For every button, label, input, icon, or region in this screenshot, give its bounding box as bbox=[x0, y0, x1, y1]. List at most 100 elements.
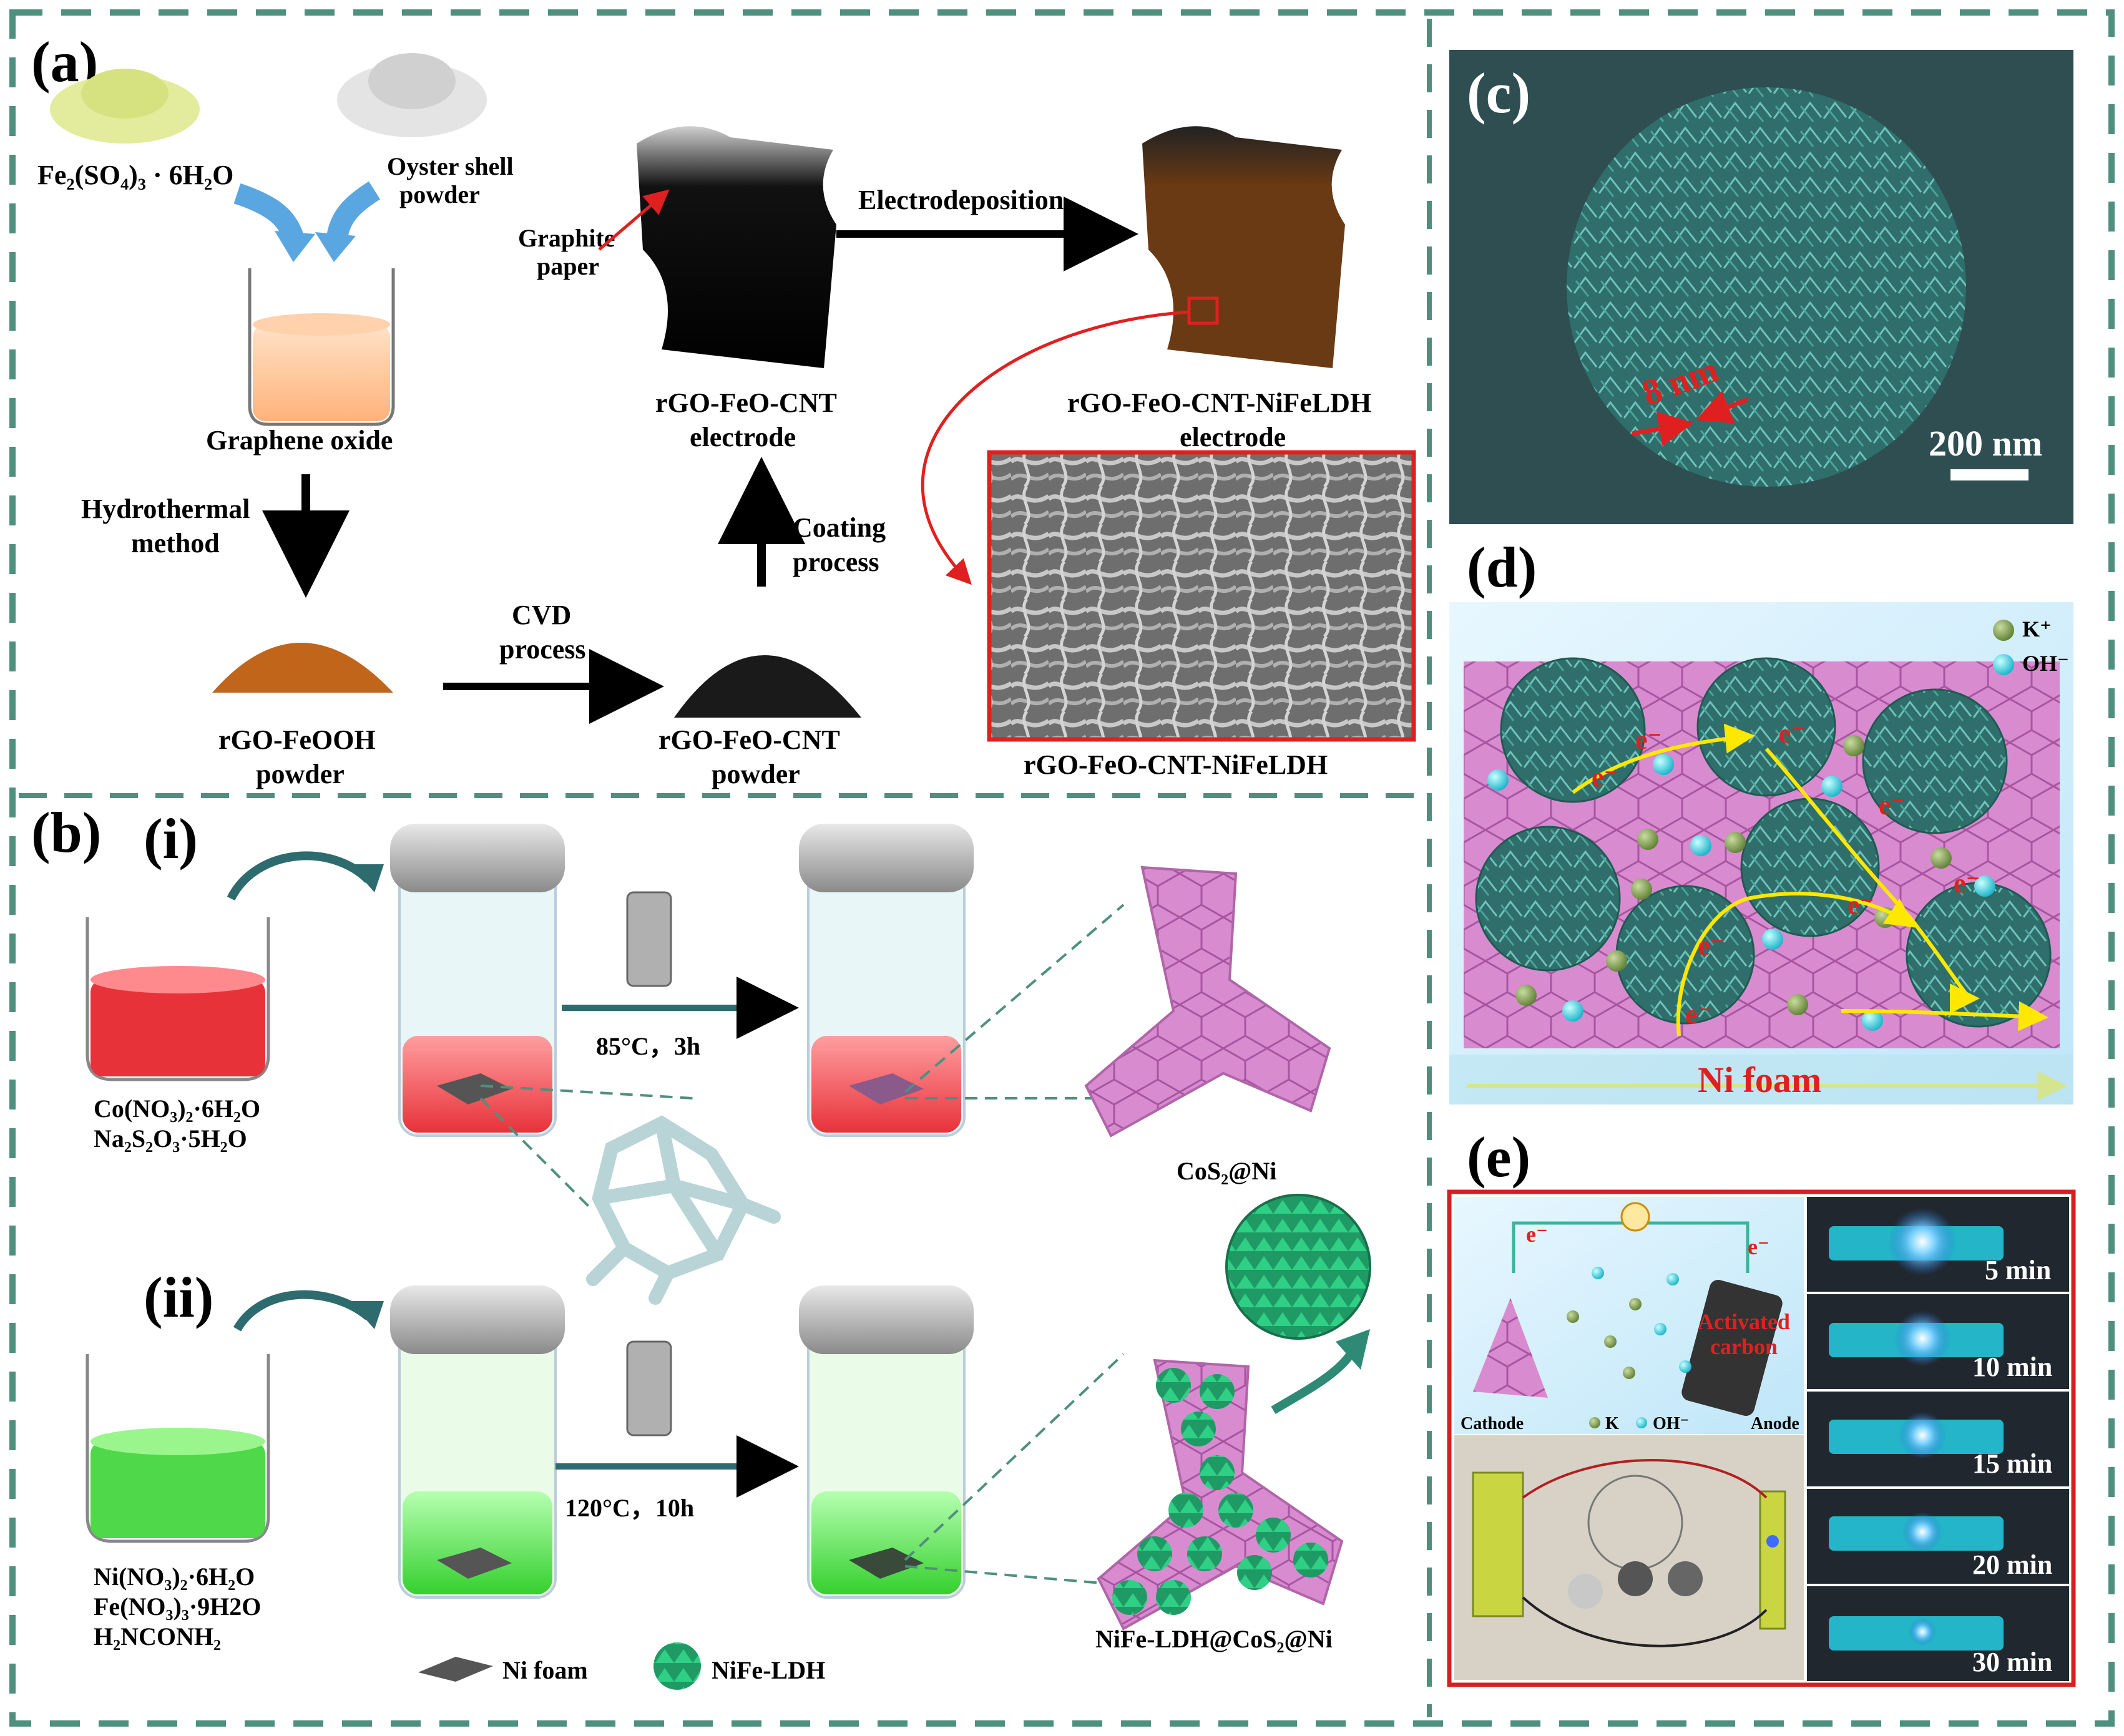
reagents-i-label-1: Co(NO₃)₂·6H₂O bbox=[94, 1095, 260, 1123]
time-label-3: 15 min bbox=[1972, 1448, 2052, 1479]
scalebar-label: 200 nm bbox=[1929, 423, 2042, 464]
graphite-label-1: Graphite bbox=[518, 224, 615, 252]
anode-label: Anode bbox=[1751, 1414, 1799, 1433]
svg-text:e⁻: e⁻ bbox=[1879, 790, 1906, 821]
sem-flower-particle bbox=[1567, 87, 1966, 487]
panel-b-sub-ii: (ii) bbox=[144, 1265, 213, 1329]
panel-e: (e) e⁻ e⁻ Activated carbon Cathode K OH⁻… bbox=[1447, 1125, 2076, 1687]
nifoam-piece-i-after bbox=[849, 1073, 924, 1105]
led-glow-5 bbox=[1909, 1618, 1936, 1646]
circuit-led bbox=[1766, 1535, 1779, 1548]
panel-b-sub-i: (i) bbox=[144, 807, 198, 870]
panel-b-letter: (b) bbox=[31, 801, 101, 864]
nifeldh-sphere-enlarged bbox=[1225, 1194, 1371, 1340]
ferric-sulfate-powder-top bbox=[81, 69, 169, 119]
legend-k-label: K⁺ bbox=[2022, 617, 2052, 641]
svg-text:e⁻: e⁻ bbox=[1954, 868, 1980, 899]
led-glow-3 bbox=[1899, 1412, 1946, 1459]
transfer-arrow-ii bbox=[233, 1290, 371, 1332]
led-glow-1 bbox=[1888, 1207, 1957, 1276]
product-ii-label: NiFe-LDH@CoS₂@Ni bbox=[1095, 1625, 1333, 1653]
step-cvd-label-1: CVD bbox=[512, 600, 571, 630]
zoom-arrow bbox=[921, 310, 1190, 585]
circuit-wire-red bbox=[1522, 1459, 1768, 1499]
graphite-electrode bbox=[637, 126, 836, 368]
led-glow-4 bbox=[1902, 1512, 1942, 1552]
vial-ii-after-cap bbox=[799, 1285, 974, 1354]
device-legend-k-label: K bbox=[1605, 1414, 1619, 1433]
step-coating-label-2: process bbox=[793, 547, 879, 577]
device-legend-k-swatch bbox=[1589, 1417, 1600, 1428]
legend-nifoam-label: Ni foam bbox=[502, 1656, 588, 1684]
time-label-5: 30 min bbox=[1972, 1647, 2052, 1677]
led-photos: 5 min 10 min 15 min 20 min 30 min bbox=[1807, 1197, 2069, 1681]
legend-oh-swatch bbox=[1993, 654, 2014, 675]
transfer-arrow-i bbox=[227, 851, 371, 901]
cos2-ni-structure bbox=[1084, 866, 1331, 1138]
outer-frame bbox=[9, 9, 2115, 1727]
blue-arrow-right-head bbox=[315, 232, 356, 262]
k-ions bbox=[1515, 735, 1952, 1015]
beaker-ii-liquid bbox=[91, 1441, 265, 1538]
powder2-label-2: powder bbox=[712, 759, 800, 789]
svg-text:e⁻: e⁻ bbox=[1635, 724, 1662, 755]
device-legend-oh-swatch bbox=[1636, 1417, 1647, 1428]
electron-labels: e⁻ e⁻ e⁻ e⁻ e⁻ e⁻ e⁻ e⁻ bbox=[1592, 718, 1980, 1030]
svg-text:e⁻: e⁻ bbox=[1698, 930, 1725, 961]
bulb-icon bbox=[1620, 1202, 1650, 1232]
zoom-line-i-1 bbox=[904, 904, 1125, 1093]
step-coating-label-1: Coating bbox=[793, 512, 886, 543]
blue-arrow-right bbox=[326, 181, 381, 240]
rgo-feooh-powder bbox=[212, 643, 393, 693]
ldh-spheres-on-structure bbox=[1112, 1368, 1328, 1615]
powder1-label-1: rGO-FeOOH bbox=[218, 724, 376, 755]
transfer-arrow-i-head bbox=[350, 864, 384, 892]
enlarge-arrow-ldh bbox=[1271, 1345, 1359, 1415]
panel-c-letter: (c) bbox=[1467, 61, 1530, 125]
graphite-pointer-arrow bbox=[598, 189, 670, 251]
electrode2-label-2: electrode bbox=[1180, 422, 1286, 452]
rgo-feo-cnt-powder bbox=[674, 655, 861, 718]
device-ions bbox=[1567, 1267, 1691, 1379]
product-i-label: CoS₂@Ni bbox=[1177, 1157, 1276, 1185]
condition-i-label: 85°C，3h bbox=[596, 1032, 700, 1060]
electrode1-label-2: electrode bbox=[690, 422, 796, 452]
activated-label-2: carbon bbox=[1710, 1334, 1778, 1359]
sem-caption: rGO-FeO-CNT-NiFeLDH bbox=[1024, 749, 1328, 780]
coin-cells bbox=[1568, 1561, 1703, 1609]
vial-ii-before-cap bbox=[390, 1285, 565, 1354]
zoom-line-skeleton-2 bbox=[479, 1097, 594, 1212]
electrode1-label-1: rGO-FeO-CNT bbox=[655, 388, 837, 418]
condition-ii-label: 120°C，10h bbox=[565, 1494, 694, 1522]
beaker-i-liquid-top bbox=[91, 966, 265, 993]
step-hydro-label-1: Hydrothermal bbox=[81, 494, 250, 524]
reagent-right-label-1: Oyster shell bbox=[387, 152, 514, 180]
reagents-ii-label-2: Fe(NO₃)₃·9H2O bbox=[94, 1592, 261, 1621]
step-hydro-label-2: method bbox=[131, 528, 220, 558]
legend-nifoam-swatch bbox=[418, 1657, 493, 1682]
vial-ii-before-liquid bbox=[403, 1491, 552, 1594]
autoclave-i bbox=[626, 891, 672, 987]
oyster-shell-powder-top bbox=[368, 53, 456, 109]
circuit-board-right bbox=[1759, 1490, 1786, 1630]
measure-arrow-left bbox=[1632, 411, 1694, 446]
substrate-label: Ni foam bbox=[1698, 1060, 1821, 1100]
nifoam-piece-ii-before bbox=[437, 1548, 512, 1579]
step-electrodep-label: Electrodeposition bbox=[858, 185, 1064, 215]
autoclave-ii bbox=[626, 1340, 672, 1436]
vial-i-before-cap bbox=[390, 824, 565, 892]
reagent-left-label: Fe₂(SO₄)₃ · 6H₂O bbox=[37, 160, 233, 190]
measure-arrow-right bbox=[1696, 391, 1749, 424]
ni-foam-substrate bbox=[1449, 1055, 2073, 1105]
zoom-line-skeleton-1 bbox=[480, 1085, 693, 1100]
powder2-label-1: rGO-FeO-CNT bbox=[658, 724, 840, 755]
device-electron-left: e⁻ bbox=[1526, 1222, 1548, 1247]
zoom-region-box bbox=[1187, 296, 1219, 325]
zoom-line-ii-1 bbox=[904, 1353, 1125, 1561]
nifoam-piece-ii-after bbox=[849, 1548, 924, 1579]
step-cvd-label-2: process bbox=[499, 634, 586, 665]
ni-foam-skeleton bbox=[586, 1115, 781, 1305]
blue-arrow-left-head bbox=[275, 231, 315, 262]
